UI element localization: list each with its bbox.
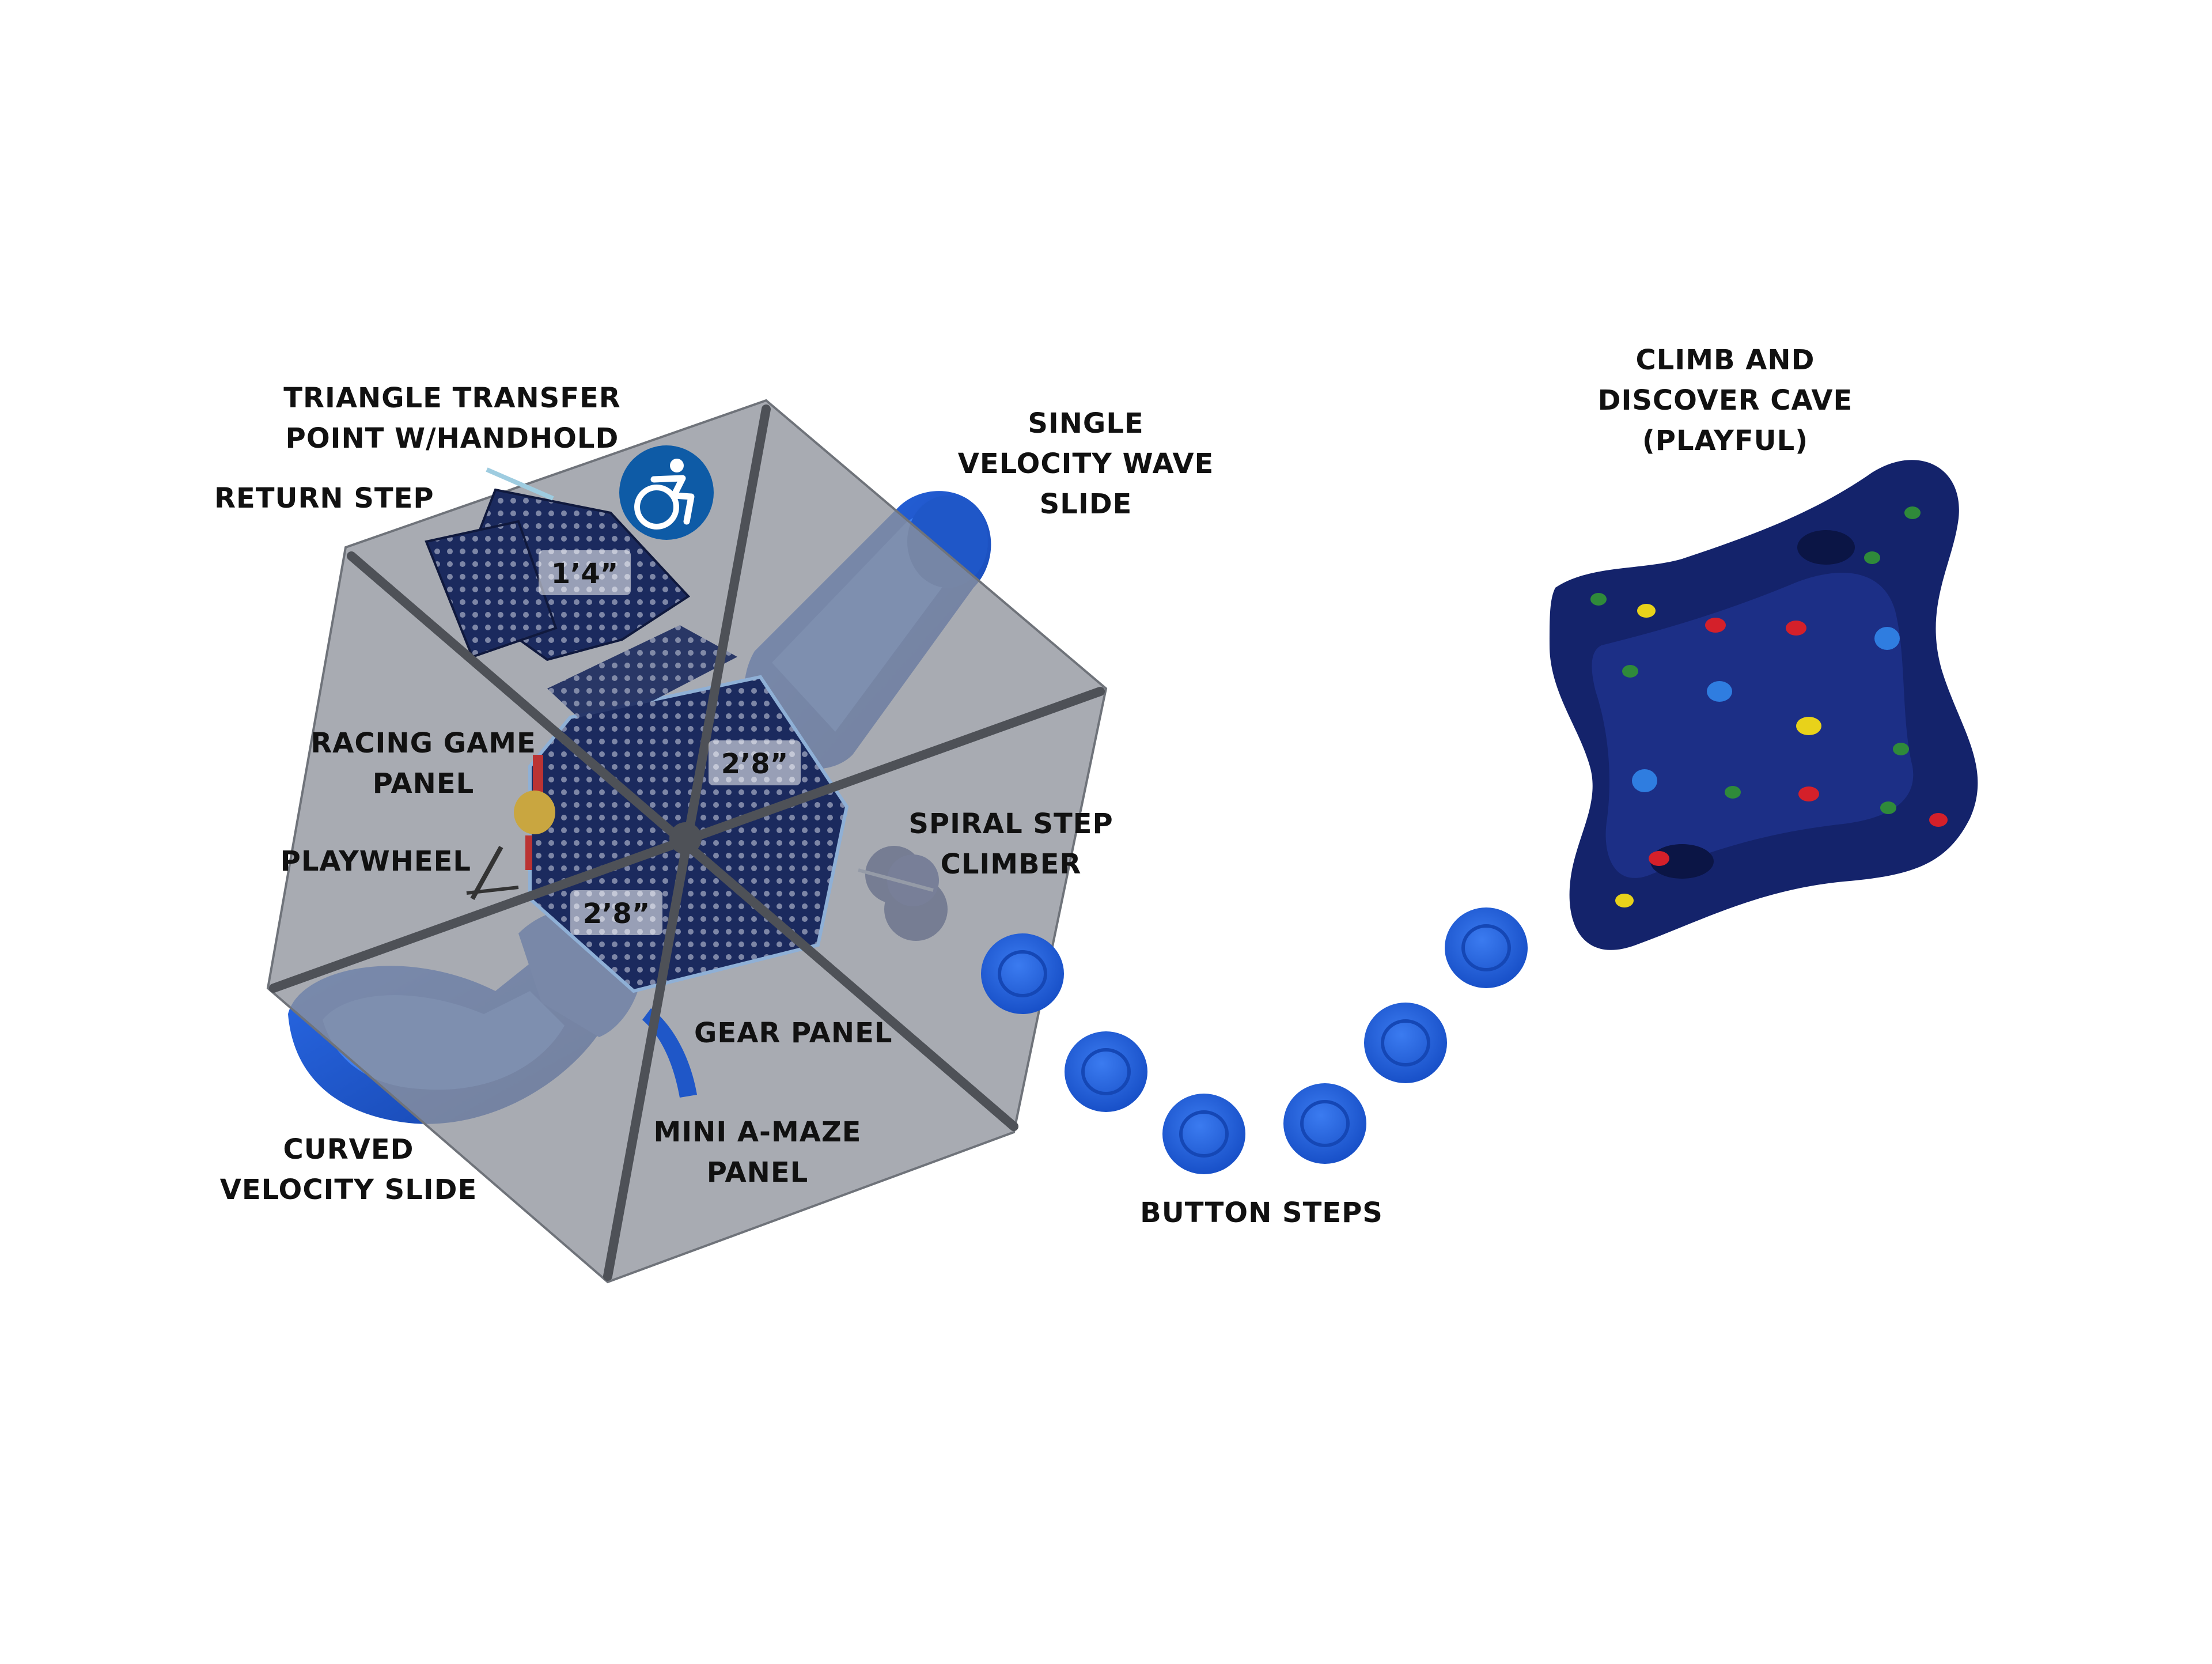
label-gear-panel: GEAR PANEL (694, 1017, 893, 1049)
button-steps (981, 907, 1528, 1174)
racing-game-panel-art (514, 755, 555, 870)
climb-and-discover-cave (1550, 460, 1978, 950)
button-step (1283, 1083, 1366, 1164)
dimension-deck-lower: 2’8” (583, 898, 650, 930)
dimension-deck-upper: 2’8” (721, 748, 789, 780)
label-playwheel: PLAYWHEEL (280, 845, 471, 878)
button-step (1445, 907, 1528, 988)
dimension-tag-deck-upper: 2’8” (709, 740, 801, 785)
button-step (1065, 1031, 1147, 1112)
label-return-step: RETURN STEP (214, 482, 434, 515)
playwheel-art (466, 846, 519, 900)
button-step (1364, 1003, 1447, 1083)
dimension-tag-deck-lower: 2’8” (570, 890, 662, 935)
label-button-steps: BUTTON STEPS (1140, 1197, 1383, 1229)
button-step (981, 933, 1064, 1014)
dimension-tag-return-step: 1’4” (539, 550, 631, 595)
button-step (1162, 1094, 1245, 1174)
wheelchair-accessibility-icon (619, 445, 714, 540)
canopy-hub (669, 822, 702, 854)
climbing-holds (1590, 506, 1948, 907)
dimension-return-step: 1’4” (551, 558, 619, 590)
